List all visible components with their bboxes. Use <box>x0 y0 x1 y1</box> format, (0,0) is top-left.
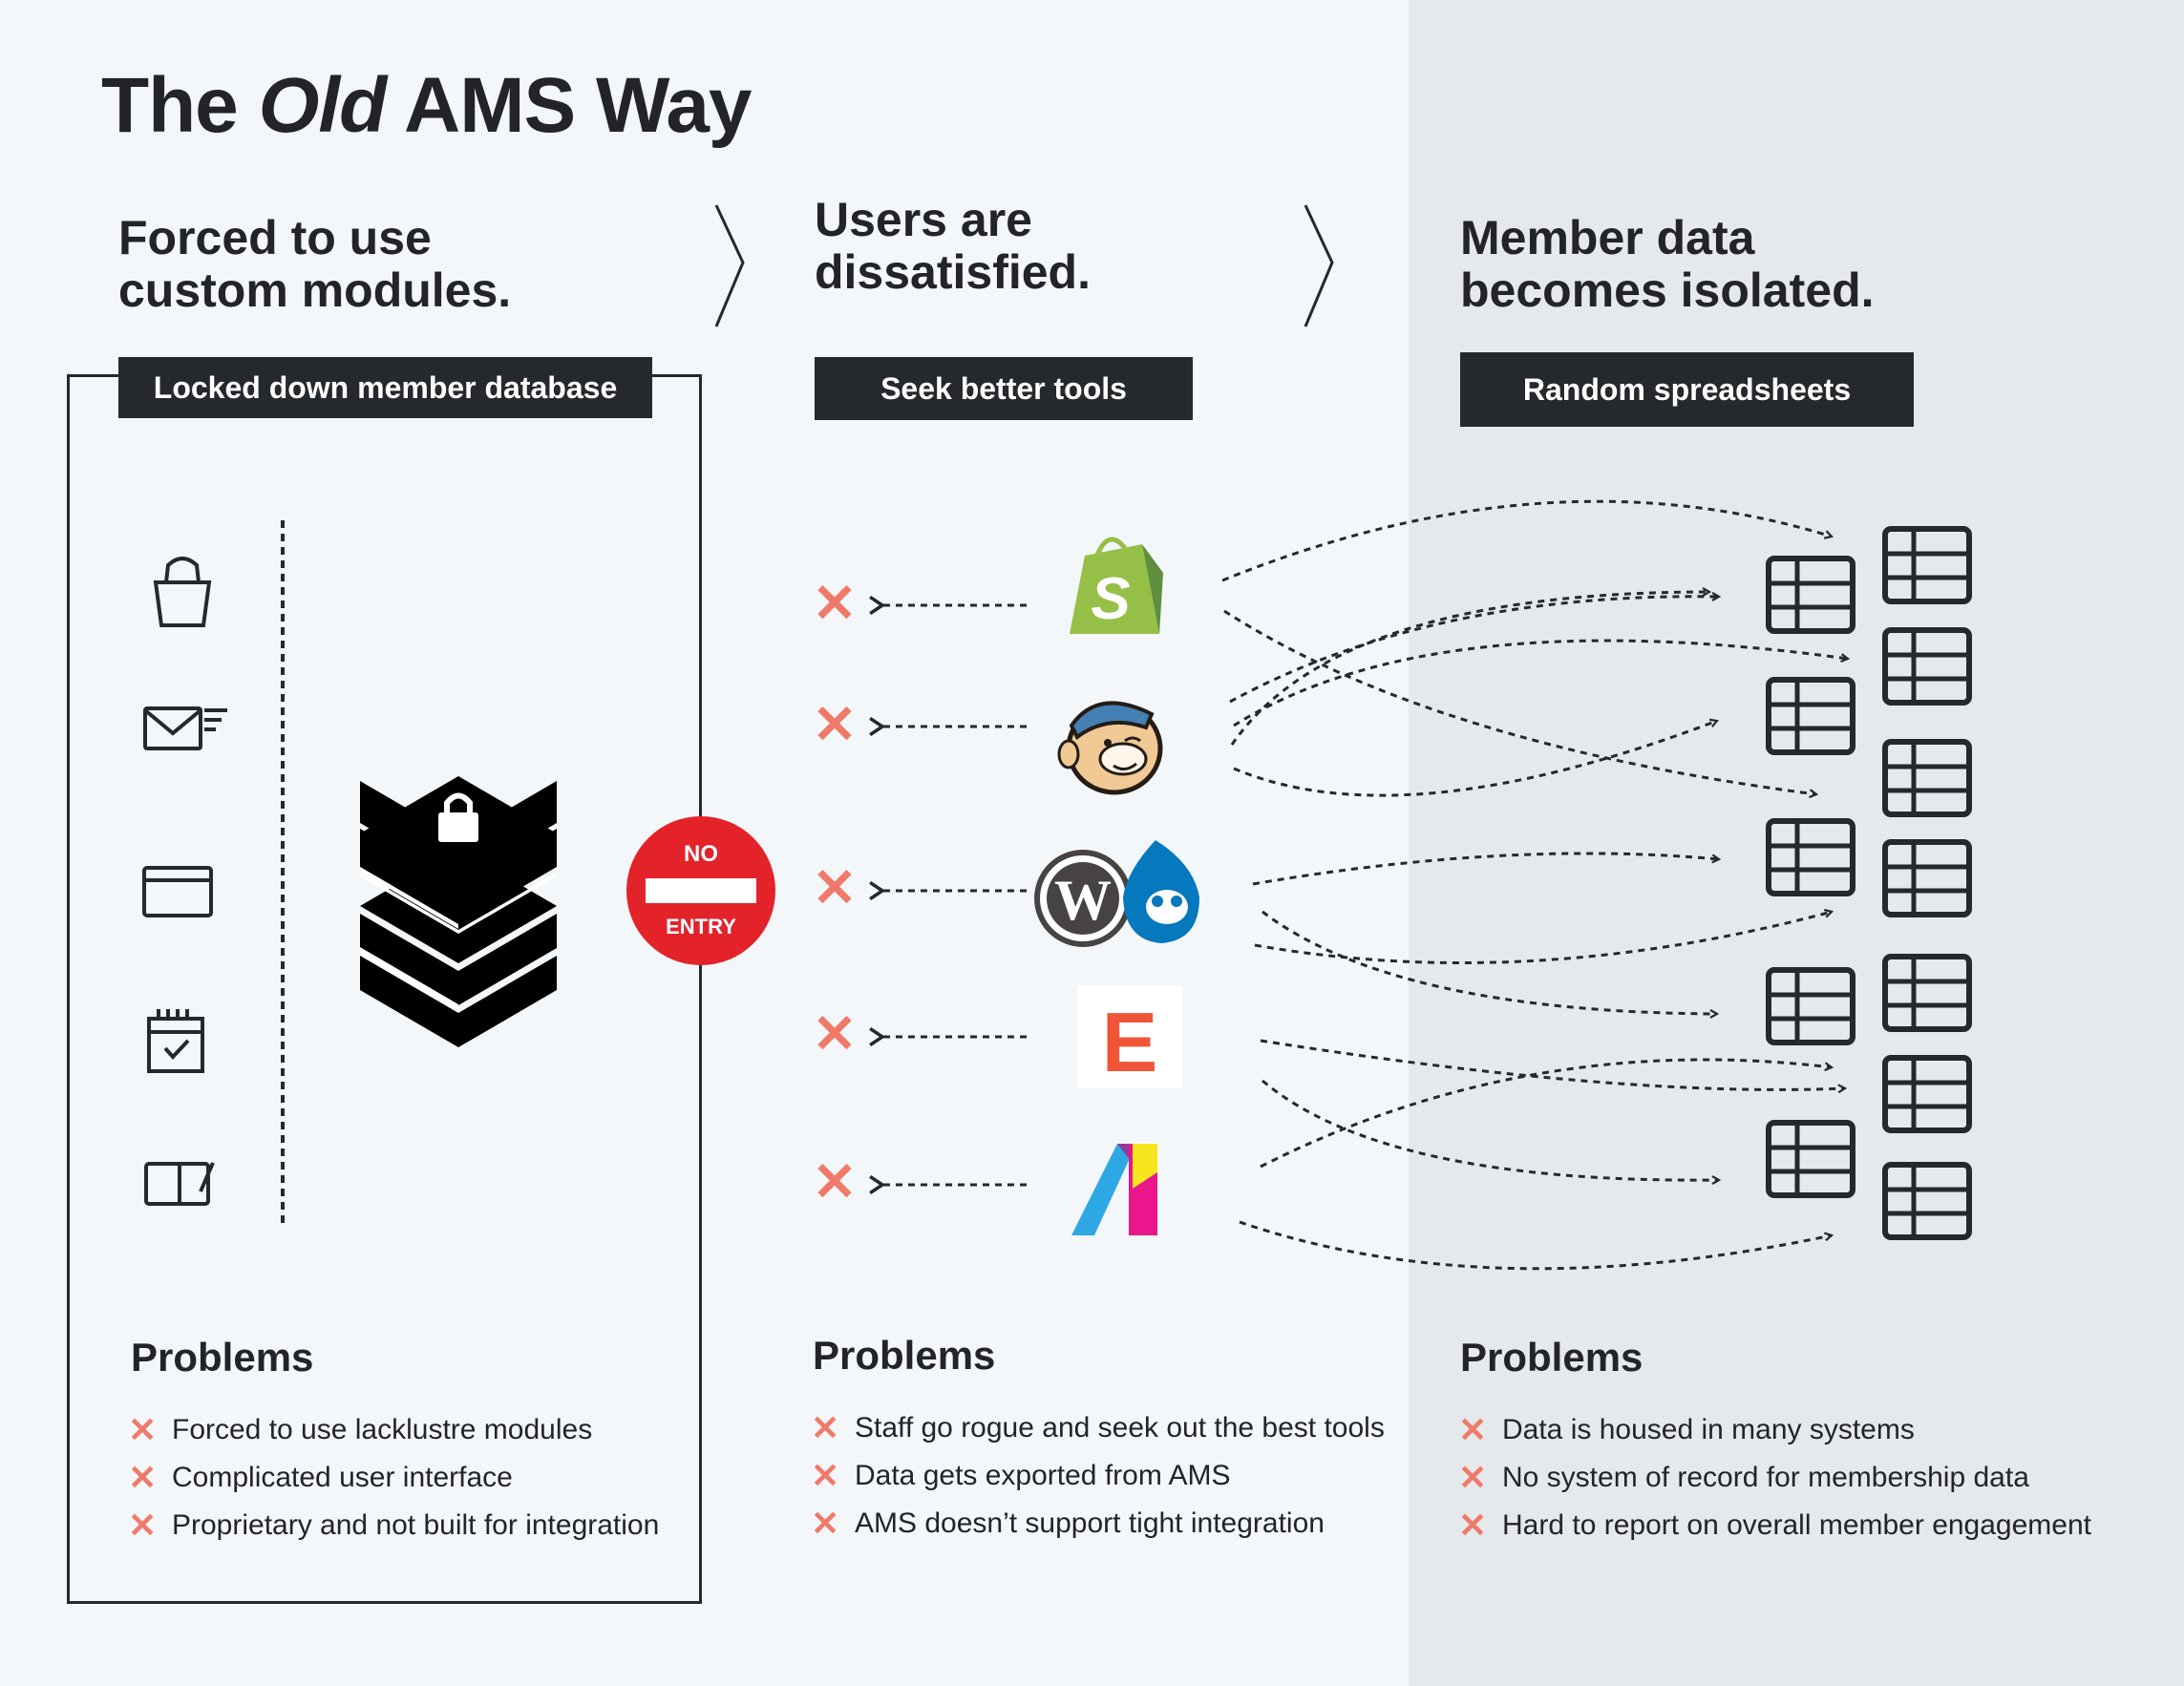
x-mark-icon: ✕ <box>128 1410 158 1449</box>
spreadsheet-icon <box>1885 1165 1969 1237</box>
spreadsheet-icon <box>1885 529 1969 601</box>
chevron-1-icon <box>714 204 745 327</box>
problems-list-1: ✕Forced to use lacklustre modules ✕Compl… <box>128 1406 659 1549</box>
svg-text:ENTRY: ENTRY <box>666 915 736 938</box>
spreadsheet-icon <box>1769 680 1853 752</box>
locked-database-icon <box>360 776 557 1047</box>
x-mark-icon: ✕ <box>1458 1458 1488 1497</box>
mailchimp-logo <box>1057 701 1163 795</box>
x-mark-icon: ✕ <box>813 1151 858 1212</box>
list-item: ✕Staff go rogue and seek out the best to… <box>811 1408 1385 1447</box>
svg-text:W: W <box>1054 869 1112 932</box>
list-item: ✕Hard to report on overall member engage… <box>1458 1506 2091 1545</box>
x-mark-icon: ✕ <box>1458 1410 1488 1449</box>
export-arrows <box>1221 499 1848 1271</box>
spreadsheet-icon <box>1769 821 1853 894</box>
spreadsheet-icon <box>1885 630 1969 703</box>
reject-arrows <box>882 605 1027 1185</box>
spreadsheets-label: Random spreadsheets <box>1460 352 1914 427</box>
seek-tools-label: Seek better tools <box>815 357 1193 420</box>
page-title: The Old AMS Way <box>101 62 753 149</box>
no-entry-sign: NO ENTRY <box>626 816 775 965</box>
shopify-logo: S <box>1070 537 1163 634</box>
list-item: ✕Data is housed in many systems <box>1458 1410 1915 1449</box>
problems-heading-2: Problems <box>813 1333 996 1378</box>
spreadsheet-icon <box>1885 1058 1969 1130</box>
x-mark-icon: ✕ <box>813 857 858 917</box>
x-mark-icon: ✕ <box>128 1458 158 1497</box>
rejected-marks: ✕ ✕ ✕ ✕ ✕ <box>813 573 858 1212</box>
spreadsheet-icon <box>1769 558 1853 631</box>
list-item: ✕No system of record for membership data <box>1458 1458 2029 1497</box>
pink-blue-logo <box>1071 1144 1157 1235</box>
x-mark-icon: ✕ <box>128 1506 158 1545</box>
svg-text:E: E <box>1102 995 1158 1089</box>
email-icon <box>143 706 227 750</box>
browser-window-icon <box>142 866 213 917</box>
x-mark-icon: ✕ <box>811 1504 840 1543</box>
lock-icon <box>438 812 478 842</box>
bag-icon <box>153 557 212 627</box>
spreadsheet-icon <box>1769 1123 1853 1195</box>
problems-list-3: ✕Data is housed in many systems ✕No syst… <box>1458 1406 2091 1549</box>
spreadsheet-icon <box>1885 957 1969 1029</box>
list-item: ✕Complicated user interface <box>128 1458 513 1497</box>
x-mark-icon: ✕ <box>813 1003 858 1064</box>
list-item: ✕AMS doesn’t support tight integration <box>811 1504 1325 1543</box>
x-mark-icon: ✕ <box>813 694 858 754</box>
spreadsheet-icons <box>1769 529 1969 1237</box>
problems-heading-3: Problems <box>1460 1335 1643 1380</box>
tablet-icon <box>144 1162 215 1206</box>
drupal-logo <box>1123 840 1199 943</box>
list-item: ✕Forced to use lacklustre modules <box>128 1410 593 1449</box>
spreadsheet-icon <box>1885 842 1969 915</box>
x-mark-icon: ✕ <box>1458 1506 1488 1545</box>
list-item: ✕Proprietary and not built for integrati… <box>128 1506 660 1545</box>
eventbrite-logo: E <box>1077 985 1182 1089</box>
calendar-icon <box>147 1009 204 1073</box>
locked-database-label: Locked down member database <box>118 357 652 418</box>
x-mark-icon: ✕ <box>811 1408 840 1447</box>
svg-text:S: S <box>1091 566 1130 632</box>
x-mark-icon: ✕ <box>811 1456 840 1495</box>
spreadsheet-icon <box>1769 970 1853 1043</box>
svg-text:NO: NO <box>684 841 718 867</box>
list-item: ✕Data gets exported from AMS <box>811 1456 1231 1495</box>
spreadsheet-icon <box>1885 742 1969 814</box>
wordpress-logo: W <box>1034 850 1132 947</box>
problems-heading-1: Problems <box>131 1335 314 1380</box>
x-mark-icon: ✕ <box>813 573 858 633</box>
chevron-2-icon <box>1304 204 1334 327</box>
problems-list-2: ✕Staff go rogue and seek out the best to… <box>811 1404 1385 1548</box>
